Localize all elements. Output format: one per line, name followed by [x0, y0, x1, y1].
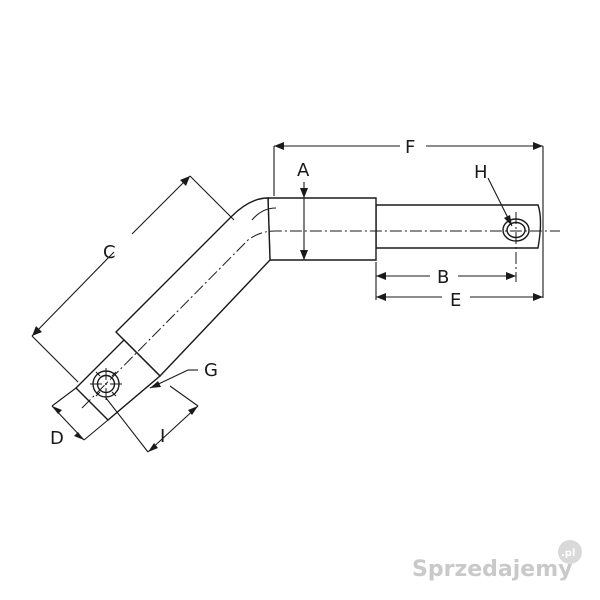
watermark-badge	[558, 540, 582, 564]
dimension-e: E	[376, 290, 543, 311]
hole-left-tick-3	[95, 391, 101, 397]
label-f: F	[405, 137, 415, 158]
label-i: I	[160, 426, 165, 447]
label-b: B	[437, 267, 449, 288]
dimension-d: D	[50, 387, 109, 449]
bend-inner-curve	[251, 207, 277, 221]
dimension-g: G	[149, 360, 218, 389]
pin-thin-section	[375, 204, 542, 249]
hole-left-tick-2	[111, 371, 117, 377]
center-lines	[81, 212, 560, 409]
bent-pin-part	[75, 197, 542, 421]
label-g: G	[204, 360, 218, 381]
label-h: H	[474, 162, 488, 183]
pin-collar-section	[267, 197, 377, 261]
center-line-main	[81, 230, 560, 409]
dimension-i: I	[105, 385, 199, 453]
dimension-f: F	[273, 137, 544, 298]
dimension-a: A	[297, 160, 310, 260]
dimension-c: C	[31, 175, 235, 383]
watermark-brand: Sprzedajemy	[412, 557, 573, 582]
pin-bent-arm	[115, 197, 271, 378]
hole-left-tick-1	[95, 371, 101, 377]
label-c: C	[103, 242, 116, 263]
label-e: E	[450, 290, 461, 311]
label-d: D	[50, 428, 64, 449]
dimension-h: H	[474, 162, 513, 227]
label-a: A	[297, 160, 310, 181]
watermark-domain: .pl	[561, 548, 575, 559]
dimension-b: B	[375, 262, 516, 300]
hole-left-tick-4	[111, 391, 117, 397]
watermark-logo: Sprzedajemy .pl	[412, 540, 582, 582]
